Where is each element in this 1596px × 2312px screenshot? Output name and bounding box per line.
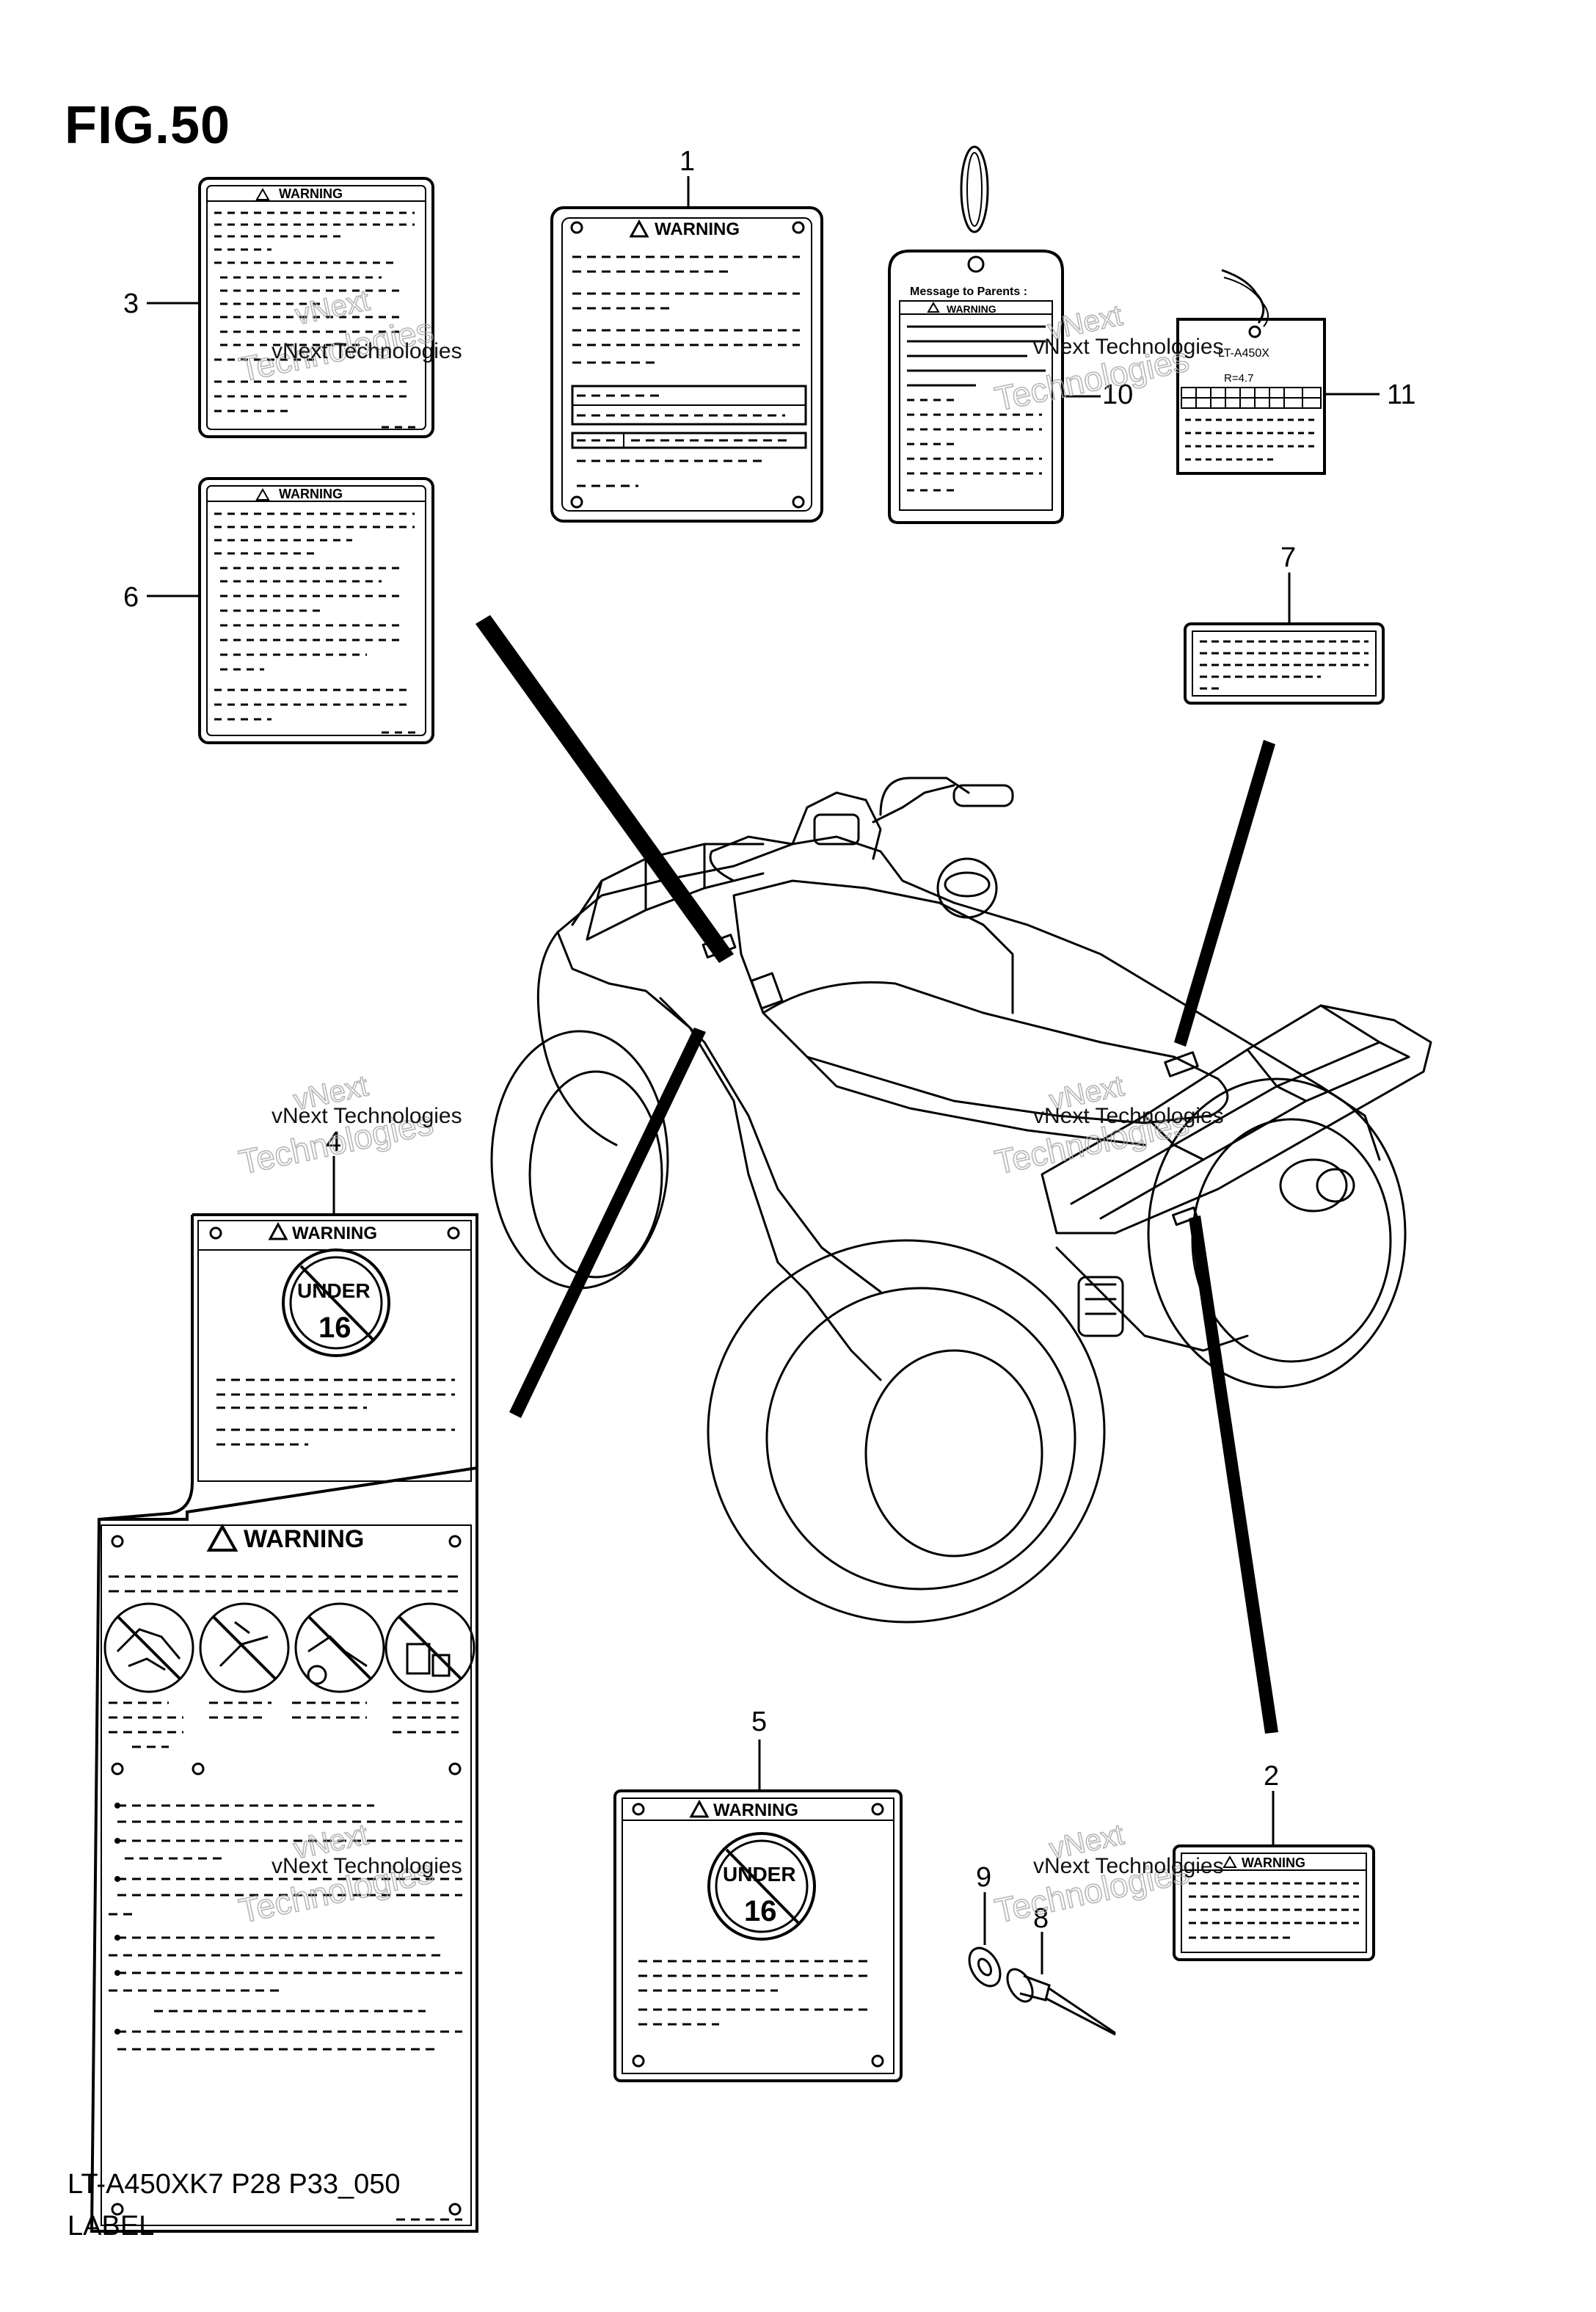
label-2-text: WARNING <box>1189 1855 1359 1939</box>
callout-5: 5 <box>751 1706 767 1737</box>
callout-leaders <box>147 176 1380 1974</box>
watermark-caption-5: vNext Technologies <box>272 1854 462 1878</box>
callout-3: 3 <box>123 288 139 319</box>
part-9-washer <box>968 1946 1002 1988</box>
pointer-bars <box>475 615 1278 1734</box>
label-11-tag: LT-A450X R=4.7 <box>1176 269 1326 475</box>
callout-6: 6 <box>123 582 139 613</box>
callout-numbers: 1 2 3 4 5 6 7 8 9 10 11 <box>123 146 1415 1934</box>
label-1: WARNING <box>550 206 823 523</box>
watermark-caption-6: vNext Technologies <box>1033 1854 1224 1878</box>
label-10-warning-text: WARNING <box>947 303 996 315</box>
watermark-captions: vNext Technologies vNext Technologies vN… <box>272 335 1224 1878</box>
watermark-caption-3: vNext Technologies <box>272 1104 462 1128</box>
callout-9: 9 <box>976 1862 991 1893</box>
callout-1: 1 <box>679 146 695 177</box>
atv-illustration <box>490 777 1432 1624</box>
figure-title: FIG.50 <box>65 96 231 155</box>
label-6-warning-text: WARNING <box>279 487 343 501</box>
callout-10: 10 <box>1102 379 1133 410</box>
callout-4: 4 <box>326 1127 341 1157</box>
watermark-caption-1: vNext Technologies <box>272 339 462 363</box>
label-7 <box>1184 622 1385 705</box>
label-4-text: WARNING UNDER 16 WARNING <box>109 1224 462 2221</box>
label-10-parents-text: Message to Parents : <box>910 286 1027 298</box>
label-3-warning-text: WARNING <box>279 186 343 201</box>
label-5-warning-text: WARNING <box>713 1800 798 1820</box>
model-code: LT-A450XK7 P28 P33_050 <box>68 2169 401 2200</box>
watermark-caption-2: vNext Technologies <box>1033 335 1224 359</box>
section-name: LABEL <box>68 2211 155 2242</box>
callout-8: 8 <box>1033 1903 1049 1934</box>
label-1-warning-text: WARNING <box>655 219 740 239</box>
watermark-caption-4: vNext Technologies <box>1033 1104 1224 1128</box>
label-4 <box>90 1213 478 2233</box>
label-2-warning-text: WARNING <box>1242 1855 1305 1870</box>
callout-2: 2 <box>1264 1761 1279 1792</box>
label-4-warning-top: WARNING <box>292 1224 377 1243</box>
label-3: WARNING <box>198 177 434 438</box>
label-4-under-text: UNDER <box>297 1279 371 1302</box>
label-5-text: WARNING UNDER 16 <box>638 1800 873 2026</box>
label-6: WARNING <box>198 477 434 744</box>
label-5-age-text: 16 <box>744 1895 777 1927</box>
label-4-age-text: 16 <box>318 1312 351 1344</box>
callout-7: 7 <box>1280 542 1296 573</box>
callout-11: 11 <box>1387 379 1415 410</box>
label-5-under-text: UNDER <box>723 1863 796 1886</box>
label-11-ratio-text: R=4.7 <box>1224 372 1253 385</box>
part-8-rivet <box>1006 1968 1116 2036</box>
label-11-model-text: LT-A450X <box>1218 347 1269 360</box>
label-5 <box>613 1789 903 2082</box>
label-4-warning-main: WARNING <box>244 1525 364 1553</box>
label-10-tag: Message to Parents : WARNING <box>888 145 1064 524</box>
